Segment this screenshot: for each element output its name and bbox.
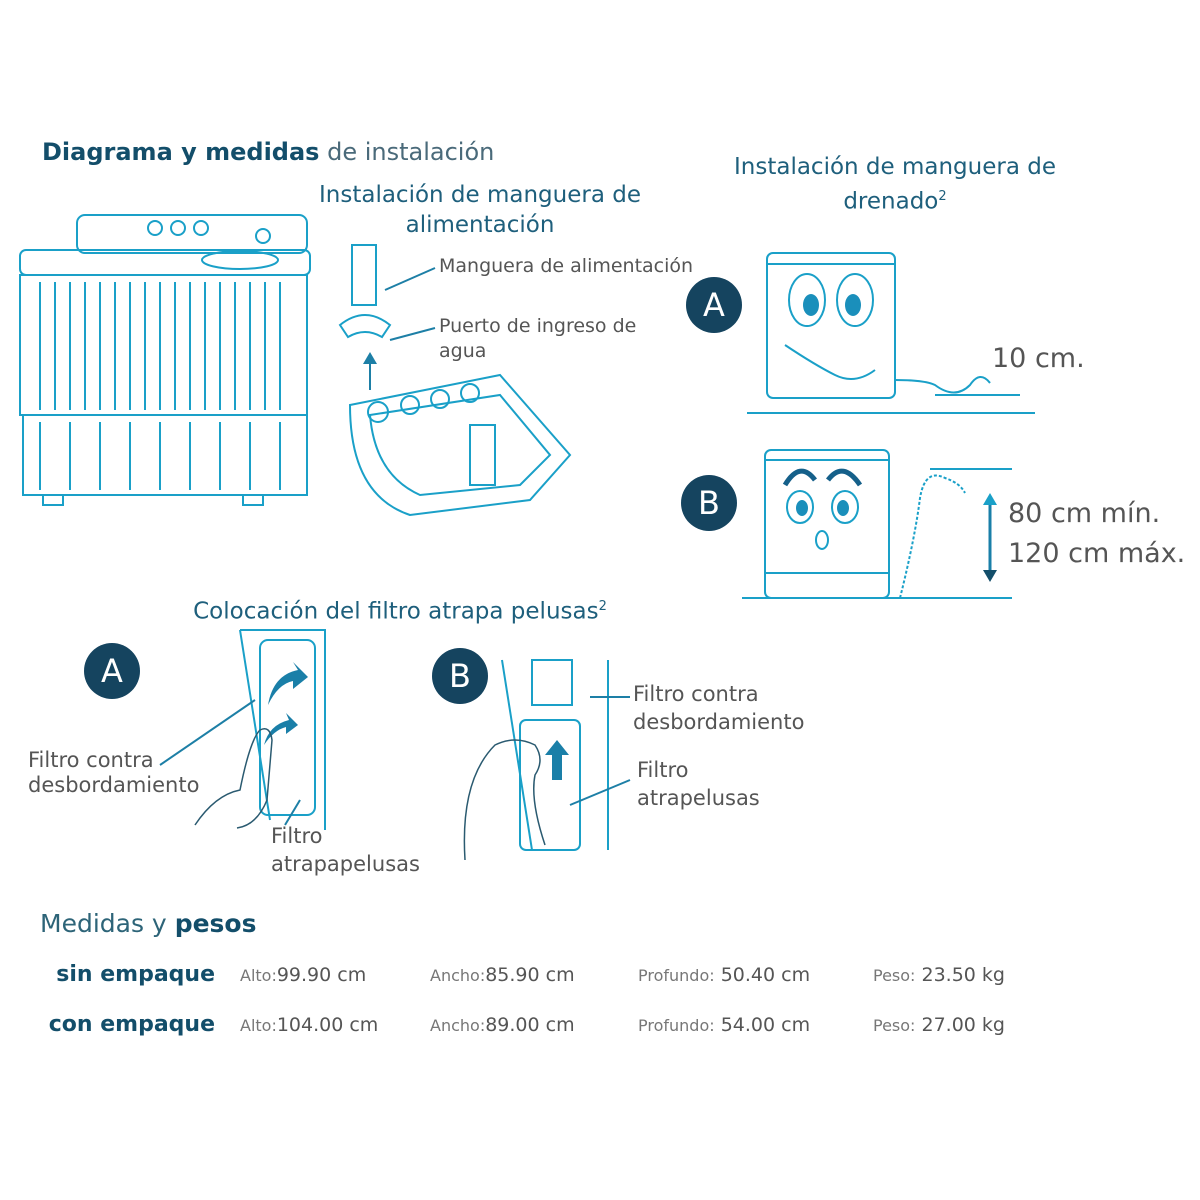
drain-hose-superscript: 2 — [938, 189, 947, 204]
drain-scene-a-illustration — [747, 252, 1035, 414]
title-bold: Diagrama y medidas — [42, 138, 320, 166]
peso-cell: Peso: 23.50 kg — [873, 964, 1005, 986]
ancho-key: Ancho: — [430, 1016, 486, 1035]
filter-scene-a-illustration — [159, 629, 326, 830]
alto-value: 104.00 cm — [276, 1014, 379, 1036]
filter-a-lint-label: Filtro atrapapelusas — [271, 822, 420, 878]
row-label: sin empaque — [56, 962, 215, 987]
peso-value: 23.50 kg — [921, 964, 1005, 986]
feed-hose-illustration — [338, 244, 572, 517]
filter-scene-b-illustration — [463, 659, 631, 861]
peso-value: 27.00 kg — [921, 1014, 1005, 1036]
feed-hose-title-line1: Instalación de manguera de — [318, 182, 641, 208]
profundo-value: 54.00 cm — [720, 1014, 811, 1036]
filter-b-lint-line1: Filtro — [637, 758, 689, 782]
measures-title-bold: pesos — [174, 909, 257, 938]
alto-key: Alto: — [240, 1016, 277, 1035]
filter-b-lint-label: Filtro atrapelusas — [637, 756, 760, 812]
alto-key: Alto: — [240, 966, 277, 985]
drain-distance-a: 10 cm. — [992, 343, 1085, 374]
feed-hose-title-line2: alimentación — [405, 212, 555, 238]
row-label: con empaque — [48, 1012, 215, 1037]
drain-min-height: 80 cm mín. — [1008, 498, 1161, 529]
drain-badge-a: A — [686, 277, 742, 333]
peso-cell: Peso: 27.00 kg — [873, 1014, 1005, 1036]
ancho-cell: Ancho:85.90 cm — [430, 964, 575, 986]
ancho-key: Ancho: — [430, 966, 486, 985]
filter-badge-b: B — [432, 648, 488, 704]
measures-title-light: Medidas y — [40, 909, 167, 938]
filter-b-lint-line2: atrapelusas — [637, 786, 760, 810]
ancho-value: 89.00 cm — [485, 1014, 575, 1036]
filter-a-overflow-line2: desbordamiento — [28, 773, 200, 797]
page-title: Diagrama y medidas de instalación — [42, 138, 494, 166]
feed-hose-title: Instalación de manguera de alimentación — [300, 180, 660, 240]
profundo-value: 50.40 cm — [720, 964, 811, 986]
label-feed-hose: Manguera de alimentación — [439, 255, 694, 277]
title-light: de instalación — [327, 138, 495, 166]
drain-badge-b: B — [681, 475, 737, 531]
filter-b-overflow-line1: Filtro contra — [633, 682, 759, 706]
lint-filter-superscript: 2 — [598, 599, 607, 614]
alto-value: 99.90 cm — [276, 964, 367, 986]
profundo-key: Profundo: — [638, 966, 715, 985]
lint-filter-title: Colocación del filtro atrapa pelusas2 — [180, 592, 620, 627]
filter-badge-a: A — [84, 643, 140, 699]
washing-machine-illustration — [19, 214, 311, 506]
filter-a-overflow-line1: Filtro contra — [28, 748, 154, 772]
drain-hose-title-line1: Instalación de manguera de — [733, 154, 1056, 180]
label-water-port-line2: agua — [439, 340, 487, 362]
profundo-key: Profundo: — [638, 1016, 715, 1035]
drain-max-height: 120 cm máx. — [1008, 538, 1186, 569]
ancho-cell: Ancho:89.00 cm — [430, 1014, 575, 1036]
filter-b-overflow-label: Filtro contra desbordamiento — [633, 680, 804, 736]
peso-key: Peso: — [873, 1016, 916, 1035]
feed-hose-leaders — [384, 267, 436, 341]
drain-hose-title-line2: drenado — [843, 188, 939, 215]
filter-b-overflow-line2: desbordamiento — [633, 710, 805, 734]
label-water-port: Puerto de ingreso de agua — [439, 314, 636, 364]
label-water-port-line1: Puerto de ingreso de — [439, 315, 637, 337]
filter-a-lint-line2: atrapapelusas — [271, 852, 420, 876]
measures-title: Medidas y pesos — [40, 909, 256, 938]
lint-filter-title-text: Colocación del filtro atrapa pelusas — [193, 598, 599, 625]
drain-scene-b-illustration — [742, 449, 1012, 599]
alto-cell: Alto:104.00 cm — [240, 1014, 378, 1036]
drain-hose-title: Instalación de manguera de drenado2 — [720, 152, 1070, 217]
alto-cell: Alto:99.90 cm — [240, 964, 366, 986]
ancho-value: 85.90 cm — [485, 964, 575, 986]
filter-a-lint-line1: Filtro — [271, 824, 323, 848]
filter-a-overflow-label: Filtro contra desbordamiento — [28, 748, 199, 798]
profundo-cell: Profundo: 50.40 cm — [638, 964, 810, 986]
profundo-cell: Profundo: 54.00 cm — [638, 1014, 810, 1036]
peso-key: Peso: — [873, 966, 916, 985]
